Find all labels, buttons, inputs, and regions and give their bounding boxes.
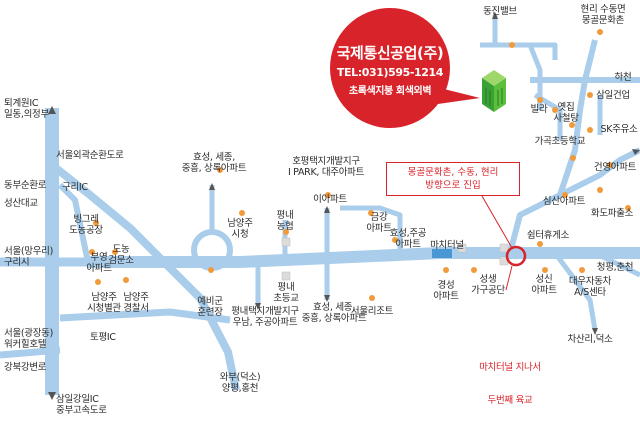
- label-pyeongnae-nonghyeop: 평내 농협: [276, 210, 294, 232]
- label-buyang-apt: 부영 아파트: [86, 252, 112, 274]
- label-chasan: 차산리,덕소: [567, 334, 613, 345]
- main-highway: [88, 247, 640, 268]
- label-pyeongnae-school: 평내 초등교: [273, 282, 299, 304]
- label-samil-ic: 삼일강일IC 중부고속도로: [56, 394, 107, 416]
- outer-ring-road: [49, 161, 240, 391]
- tunnel-note-line1: 마치터널 지나서: [479, 362, 541, 373]
- route-note-box: 몽골문화촌, 수동, 현리 방향으로 진입: [386, 162, 520, 196]
- company-callout-bubble: [330, 8, 480, 128]
- label-seongsan-bridge: 성산대교: [4, 198, 38, 209]
- label-daewoo-as: 대우자동차 A/S센타: [568, 276, 612, 298]
- label-seongsin-apt: 성신 아파트: [531, 274, 557, 296]
- label-seongsaeng: 성생 가구공단: [471, 274, 505, 296]
- label-yebigun: 예비군 훈련장: [197, 296, 223, 318]
- label-dongjin-valve: 동진밸브: [483, 6, 517, 17]
- company-name: 국제통신공업(주): [336, 44, 444, 62]
- label-machi-tunnel: 마치터널: [430, 240, 464, 251]
- tunnel-note-line2: 두번째 육교: [487, 395, 533, 406]
- label-seoul-mangu: 서울(망우리) 구리시: [4, 246, 54, 268]
- label-namyangju-court: 남양주 시청별관: [87, 292, 121, 314]
- label-guri-ic: 구리IC: [62, 182, 88, 193]
- label-samil-gungeon: 삼일건업: [596, 90, 630, 101]
- northeast-road: [557, 39, 598, 196]
- label-i-apt: 이아파트: [313, 194, 347, 205]
- label-geonyeong-apt: 건영아파트: [593, 162, 637, 173]
- label-donong-school: 도농 검문소: [108, 244, 134, 266]
- label-gyeongseong-apt: 경성 아파트: [433, 280, 459, 302]
- topyeong-road: [59, 308, 231, 324]
- label-hyoseong-bottom: 효성, 세종, 중흥, 상록아파트: [301, 302, 367, 324]
- building-icon: [482, 70, 506, 112]
- label-hyoseong-jugong: 효성,주공 아파트: [389, 228, 427, 250]
- label-shimteo: 쉼터휴게소: [526, 230, 570, 241]
- label-villa: 빌라: [530, 104, 548, 115]
- machi-tunnel: [432, 249, 452, 258]
- label-hyeonri: 현리 수동면 몽골문화촌: [580, 4, 626, 26]
- label-seoul-gwangjang: 서울(광장동) 워커힐호텔: [4, 328, 54, 350]
- label-garosu-school: 가곡초등학교: [534, 136, 586, 147]
- label-topyeong-ic: 토평IC: [90, 332, 116, 343]
- company-phone: TEL:031)595-1214: [336, 66, 444, 79]
- label-namyangju-cityhall: 남양주 시청: [227, 218, 253, 240]
- label-hwado-police: 화도파출소: [590, 208, 634, 219]
- destination-marker: [505, 245, 527, 267]
- label-wabu: 와부(덕소) 양평,홍천: [219, 372, 261, 394]
- label-bingeurae: 빙그레 도농공장: [69, 214, 103, 236]
- route-note-line1: 몽골문화촌, 수동, 현리: [407, 167, 499, 178]
- label-namyangju-police: 남양주 경찰서: [123, 292, 149, 314]
- label-toegyewon-ic: 퇴계원IC 일동,의정부: [4, 98, 49, 120]
- label-hacheon: 하천: [614, 72, 632, 83]
- label-hopyeong-district: 호평택지개발지구 I PARK, 대주아파트: [287, 156, 365, 178]
- label-yetjip: 옛집 사철탕: [553, 102, 579, 124]
- label-dongbu-ring: 동부순환로: [4, 180, 47, 191]
- label-sinsan-apt: 심산아파트: [542, 196, 586, 207]
- label-seoul-outer-ring: 서울외곽순환도로: [56, 150, 124, 161]
- label-sk-juyuso: SK주유소: [600, 124, 638, 135]
- tunnel-note: 마치터널 지나서 두번째 육교: [470, 340, 550, 428]
- gangbyeon-road: [0, 346, 61, 359]
- hwado-branch: [507, 147, 640, 254]
- label-pyeongnae-district: 평내택지개발지구 우남, 주공아파트: [231, 306, 299, 328]
- route-note-line2: 방향으로 진입: [425, 180, 481, 191]
- company-callout: 국제통신공업(주) TEL:031)595-1214 초록색지붕 회색외벽: [330, 8, 450, 128]
- label-hyoseong-top: 효성, 세종, 중흥, 상록아파트: [181, 152, 247, 174]
- guri-road: [57, 182, 91, 263]
- label-cheongpyeong: 청평,춘천: [596, 262, 634, 273]
- label-geumgang-apt: 금강 아파트: [366, 212, 392, 234]
- label-seoul-resort: 서울리조트: [350, 306, 394, 317]
- label-gangbyeon: 강북강변로: [4, 362, 47, 373]
- building-description: 초록색지붕 회색외벽: [348, 86, 432, 97]
